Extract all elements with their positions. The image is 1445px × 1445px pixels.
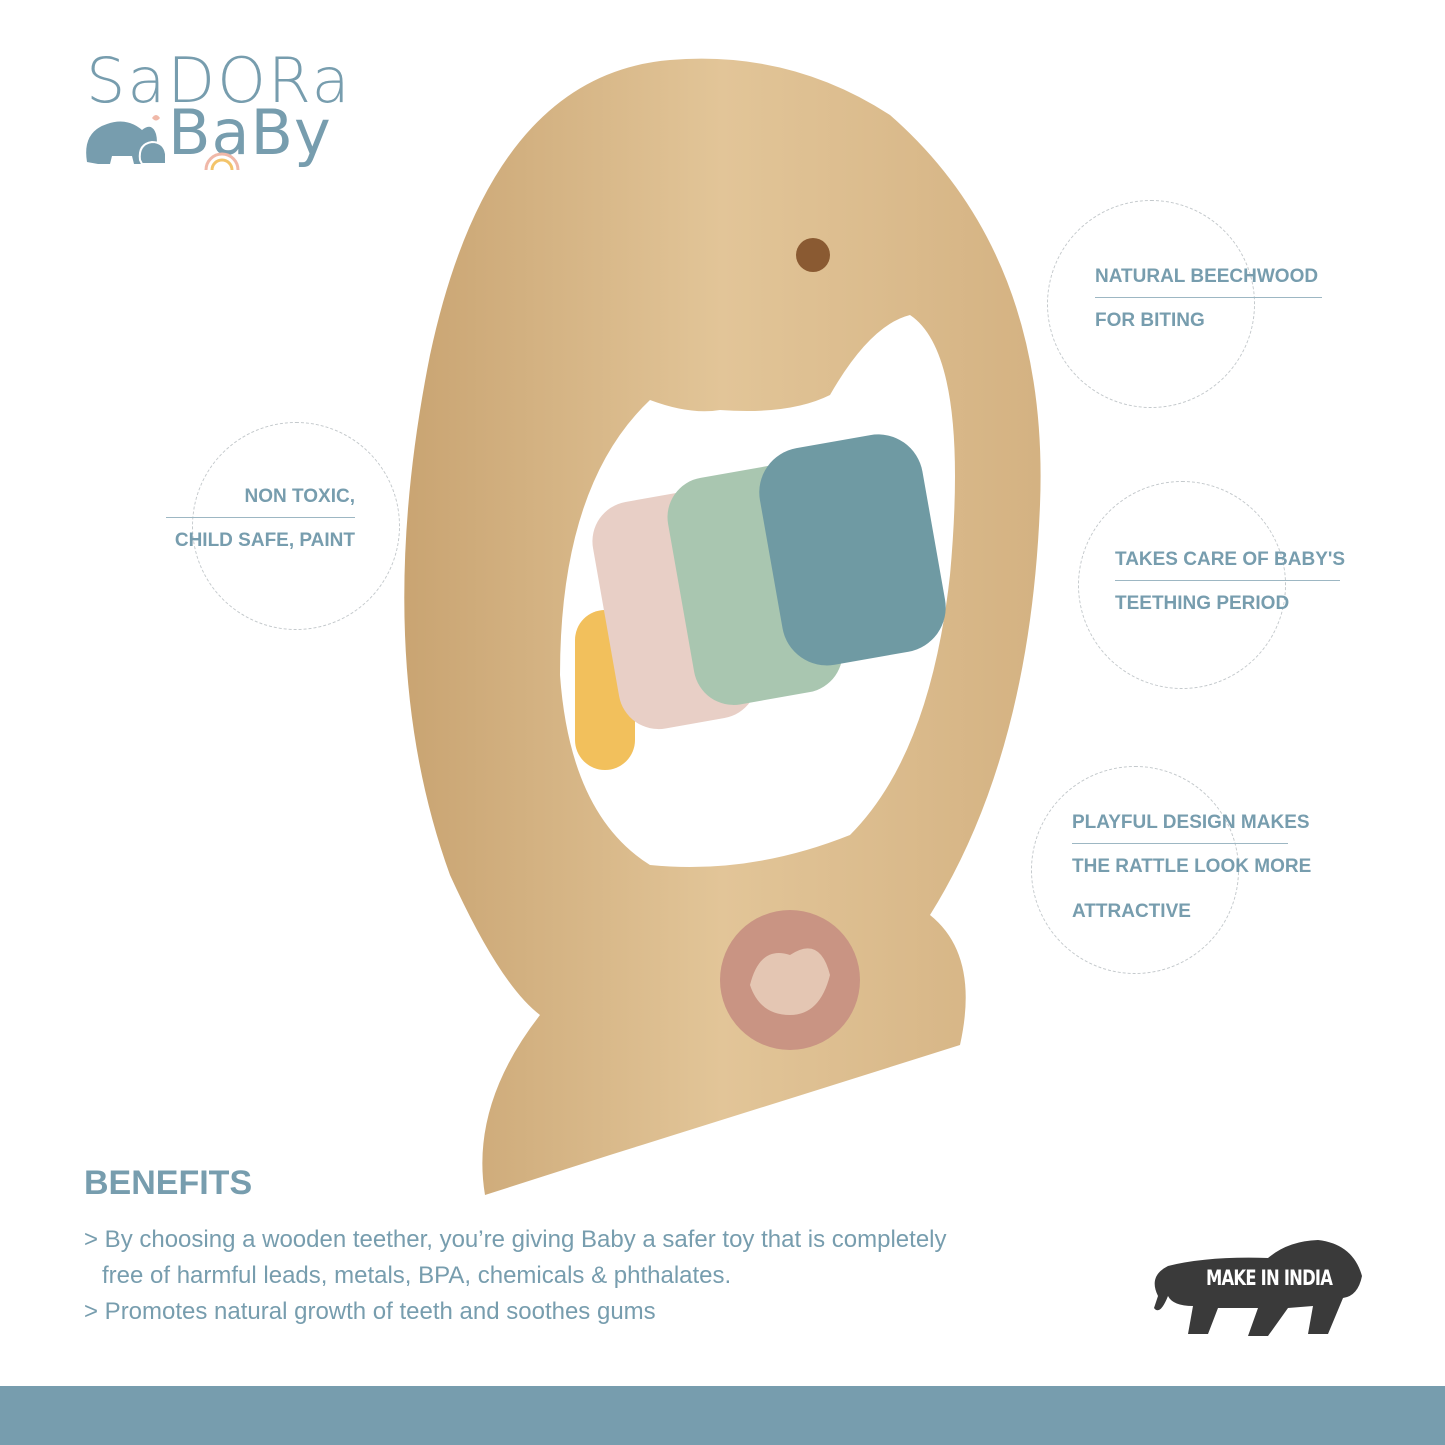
callout-playful-design: PLAYFUL DESIGN MAKES THE RATTLE LOOK MOR… [1072,802,1312,934]
callout-text: FOR BITING [1095,310,1205,331]
benefit-item-line: > Promotes natural growth of teeth and s… [84,1298,656,1325]
benefit-item-line: free of harmful leads, metals, BPA, chem… [102,1262,732,1289]
benefits-heading: BENEFITS [84,1164,253,1202]
callout-text: PLAYFUL DESIGN MAKES [1072,802,1310,844]
callout-circle [1031,766,1239,974]
benefits-list: > By choosing a wooden teether, you’re g… [84,1222,947,1330]
callout-text: NON TOXIC, [166,476,355,518]
callout-circle [1047,200,1255,408]
callout-text: NATURAL BEECHWOOD [1095,256,1322,298]
callout-circle [192,422,400,630]
callout-circle [1078,481,1286,689]
elephant-logo-icon [86,115,167,165]
callout-teething: TAKES CARE OF BABY'S TEETHING PERIOD [1115,539,1345,626]
callout-text: ATTRACTIVE [1072,901,1191,922]
make-in-india-lion-icon [1154,1240,1362,1336]
brand-logo-line1: SaDORa [86,44,352,117]
callout-text: THE RATTLE LOOK MORE [1072,856,1312,877]
brand-logo-line2: BaBy [168,96,332,169]
make-in-india-text: MAKE IN INDIA [1206,1266,1333,1290]
benefit-item-line: > By choosing a wooden teether, you’re g… [84,1226,947,1253]
callout-natural-beechwood: NATURAL BEECHWOOD FOR BITING [1095,256,1322,343]
rainbow-icon [204,152,240,170]
callout-non-toxic: NON TOXIC, CHILD SAFE, PAINT [166,476,355,563]
callout-text: CHILD SAFE, PAINT [174,530,355,551]
callout-text: TEETHING PERIOD [1115,593,1290,614]
callout-text: TAKES CARE OF BABY'S [1115,539,1345,581]
fish-rattle-image [404,58,1041,1196]
footer-bar [0,1386,1445,1445]
